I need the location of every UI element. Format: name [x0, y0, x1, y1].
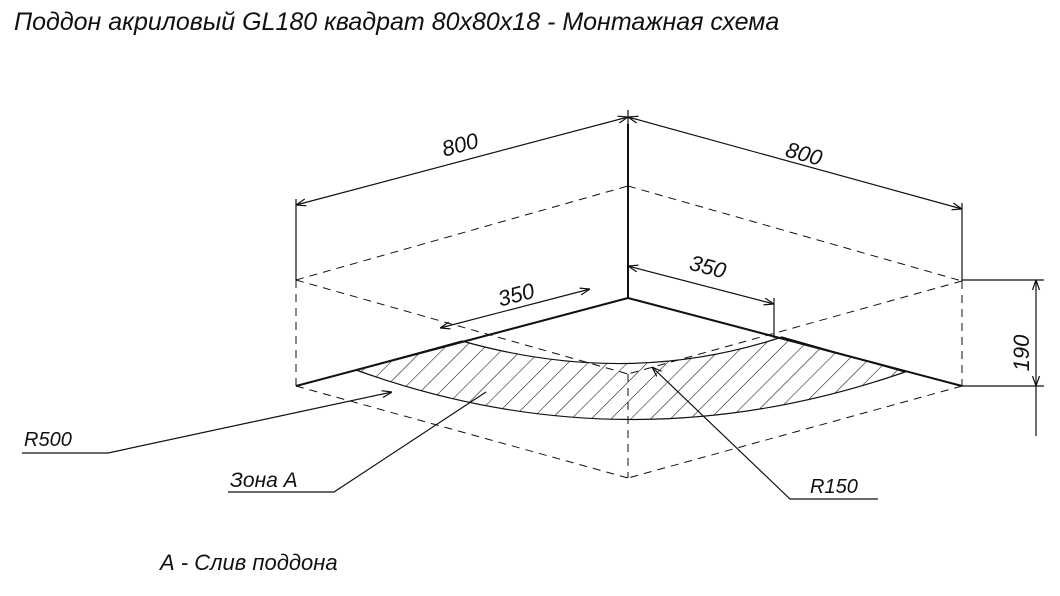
- tray-edges: [295, 124, 963, 387]
- dim-offset-right: 350: [687, 250, 730, 284]
- dim-width-right: 800: [783, 137, 826, 171]
- label-radius-large: R500: [24, 429, 72, 451]
- dim-width-left: 800: [439, 128, 482, 162]
- dim-offset-left: 350: [495, 278, 538, 312]
- label-radius-small: R150: [810, 476, 858, 498]
- diagram-title: Поддон акриловый GL180 квадрат 80х80х18 …: [14, 8, 780, 36]
- drain-zone-hatched: [354, 336, 907, 421]
- drain-note: А - Слив поддона: [160, 550, 338, 575]
- leader-lines: [22, 367, 878, 500]
- dimension-lines: [296, 117, 1036, 436]
- label-zone: Зона А: [230, 469, 298, 492]
- dim-height: 190: [1009, 334, 1034, 371]
